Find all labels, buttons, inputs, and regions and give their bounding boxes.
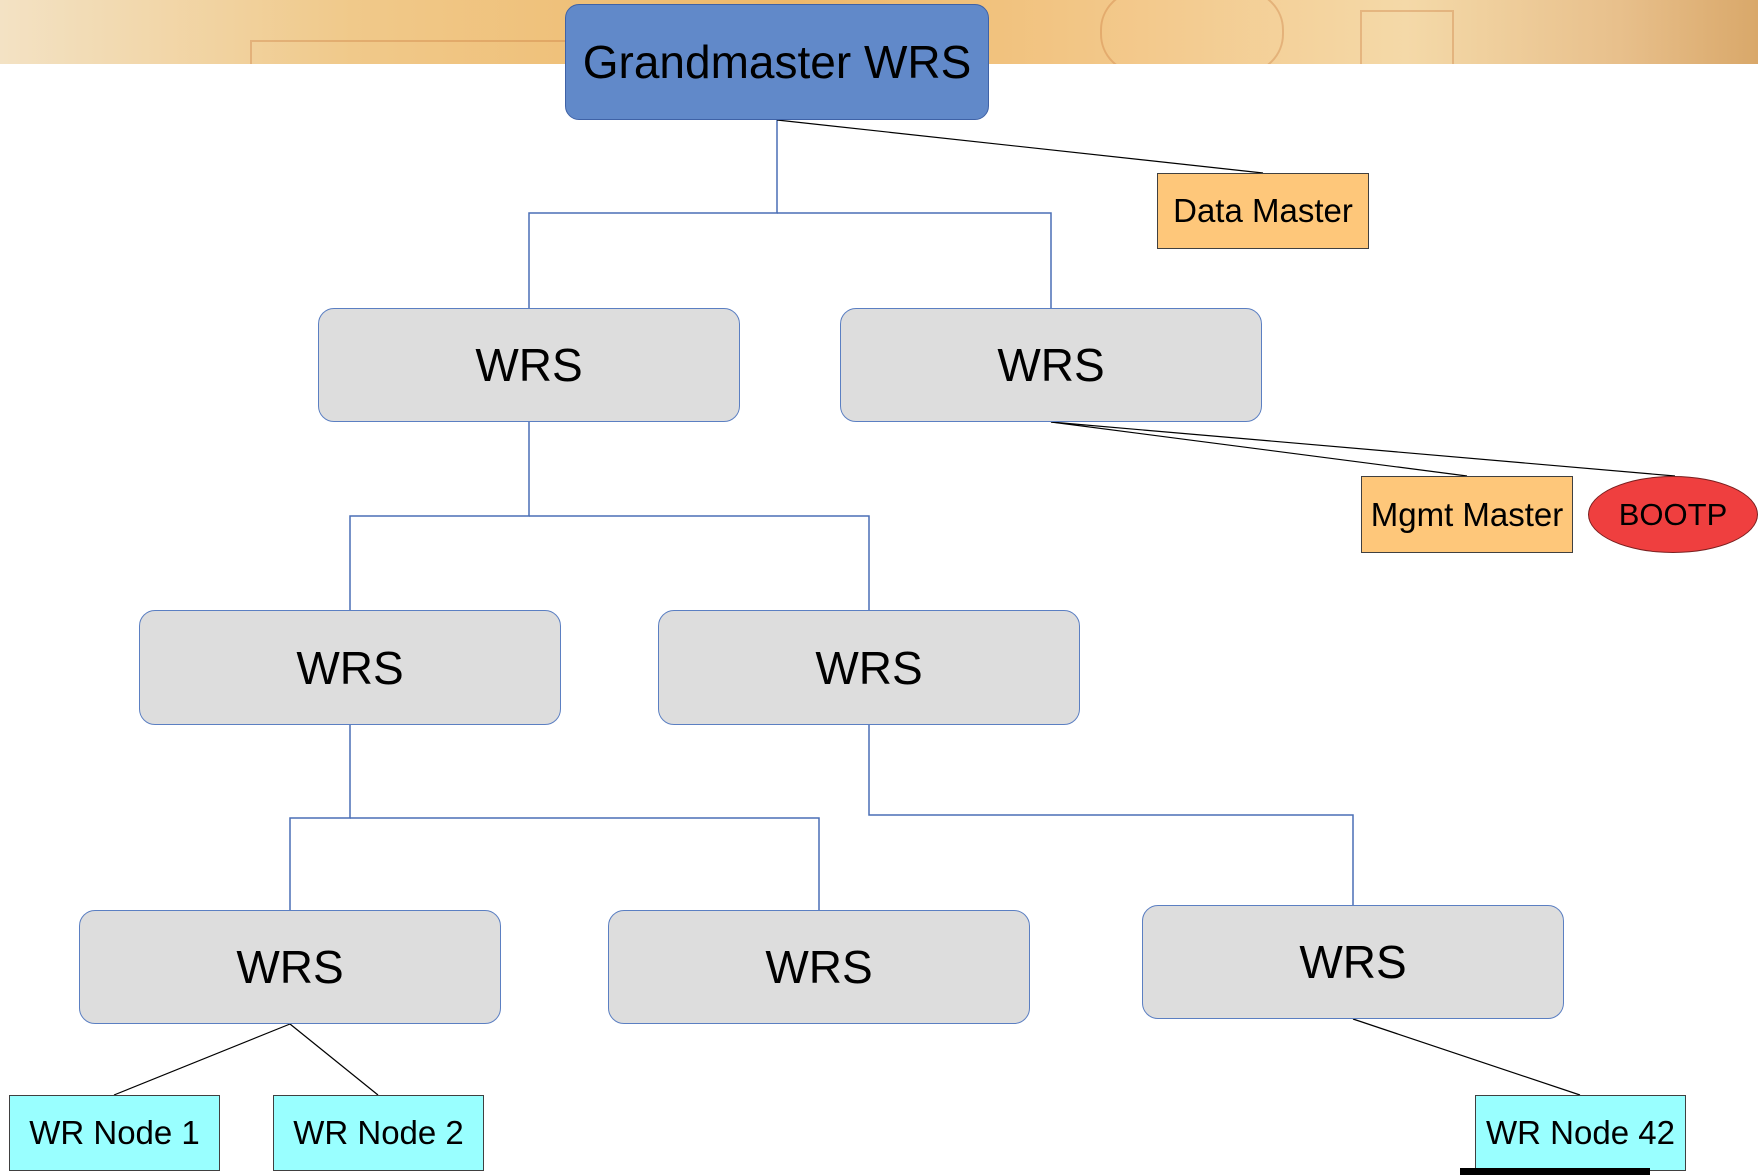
link-wrs-l2-l3 <box>868 725 1354 905</box>
wrs-label: WRS <box>765 941 873 993</box>
wr-node-label: WR Node 1 <box>29 1114 200 1151</box>
link-wrs-l2-l3 <box>350 817 820 910</box>
wr-node-42: WR Node 42 <box>1475 1095 1686 1171</box>
wr-node-1: WR Node 1 <box>9 1095 220 1171</box>
wrs-label: WRS <box>475 339 583 391</box>
wrs-switch-l2-right: WRS <box>658 610 1080 725</box>
link-wrs-mgmt-master <box>1050 421 1468 477</box>
grandmaster-label: Grandmaster WRS <box>582 36 972 88</box>
data-master: Data Master <box>1157 173 1369 249</box>
wrs-switch-l2-left: WRS <box>139 610 561 725</box>
link-wrs-l2-l3 <box>289 725 351 910</box>
mgmt-master-label: Mgmt Master <box>1370 495 1564 533</box>
bootp-server: BOOTP <box>1588 476 1758 553</box>
wr-node-label: WR Node 2 <box>293 1114 464 1151</box>
wr-node-2: WR Node 2 <box>273 1095 484 1171</box>
mgmt-master: Mgmt Master <box>1361 476 1573 553</box>
link-wrs-node-42 <box>1352 1018 1581 1096</box>
link-gm-wrs-l1 <box>528 118 778 308</box>
data-master-label: Data Master <box>1173 192 1353 229</box>
wrs-label: WRS <box>997 339 1105 391</box>
link-wrs-bootp <box>1050 421 1676 477</box>
link-gm-wrs-l1 <box>777 212 1052 308</box>
wrs-switch-l3-b: WRS <box>608 910 1030 1024</box>
logo-fragment <box>1460 1168 1650 1175</box>
link-wrs-l1-l2 <box>529 515 870 610</box>
wr-node-label: WR Node 42 <box>1486 1114 1675 1151</box>
wrs-label: WRS <box>296 641 404 694</box>
wrs-label: WRS <box>236 941 344 993</box>
bootp-label: BOOTP <box>1618 496 1728 532</box>
link-wrs-node-1 <box>113 1023 291 1096</box>
wrs-label: WRS <box>815 641 923 694</box>
link-gm-data-master <box>776 119 1264 174</box>
wrs-switch-l1-left: WRS <box>318 308 740 422</box>
link-wrs-l1-l2 <box>349 422 530 610</box>
wrs-switch-l3-c: WRS <box>1142 905 1564 1019</box>
grandmaster-wrs: Grandmaster WRS <box>565 4 989 120</box>
link-wrs-node-2 <box>289 1023 379 1096</box>
wrs-label: WRS <box>1299 936 1407 988</box>
wrs-switch-l3-a: WRS <box>79 910 501 1024</box>
wrs-switch-l1-right: WRS <box>840 308 1262 422</box>
